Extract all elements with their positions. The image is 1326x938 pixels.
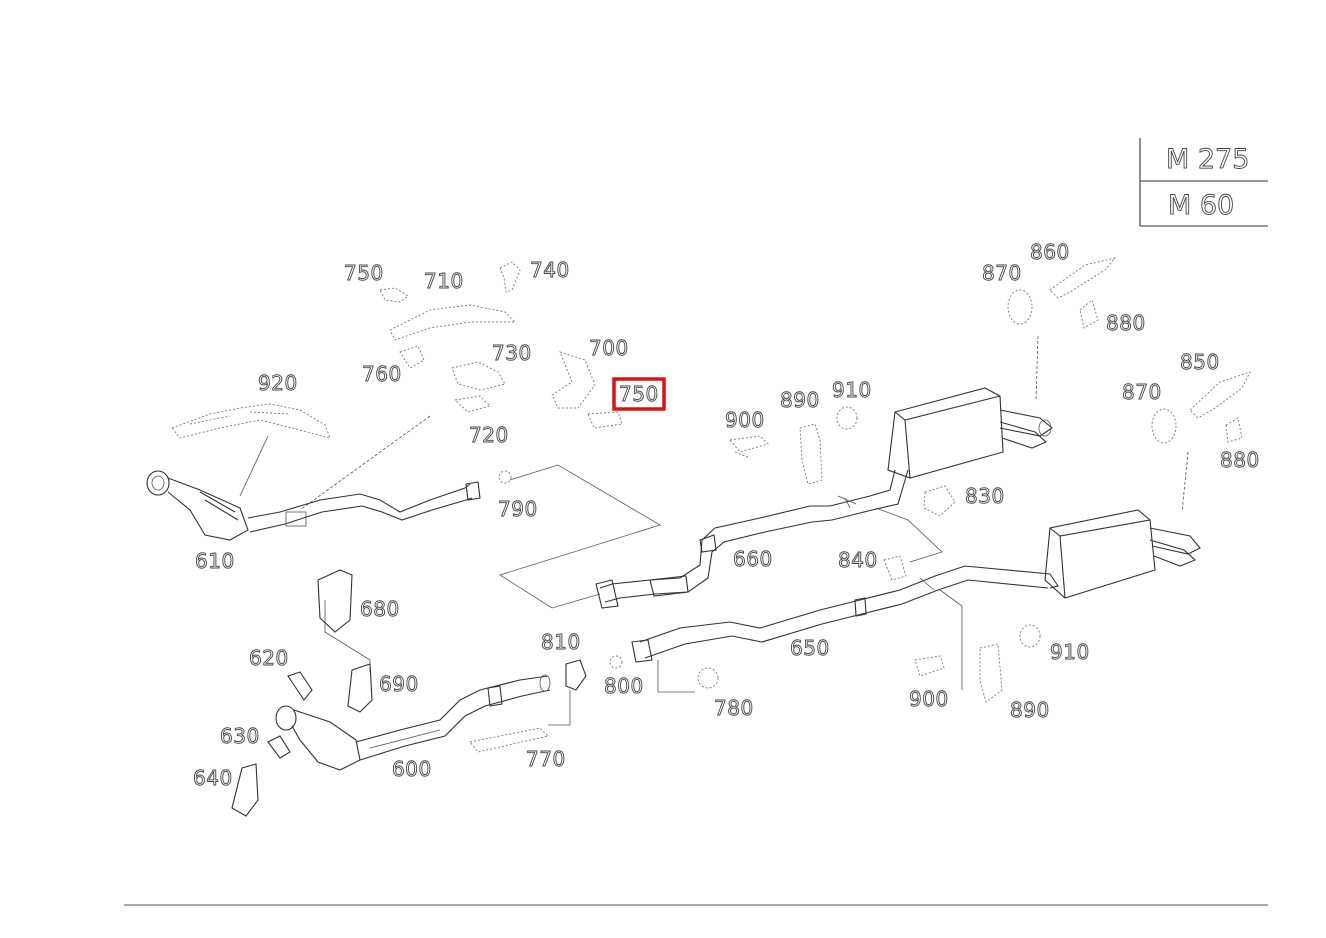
callout-850[interactable]: 850 (1180, 350, 1220, 375)
callout-750-upper[interactable]: 750 (344, 261, 384, 286)
callout-880-lower[interactable]: 880 (1220, 448, 1260, 473)
callout-920[interactable]: 920 (258, 371, 298, 396)
callout-labels: 750 710 740 760 730 700 750 720 920 610 … (193, 240, 1260, 791)
callout-730[interactable]: 730 (492, 341, 532, 366)
callout-710[interactable]: 710 (424, 269, 464, 294)
hanger-cluster-right[interactable] (1151, 371, 1251, 444)
callout-860[interactable]: 860 (1030, 240, 1070, 265)
leader-920 (239, 435, 269, 497)
callout-720[interactable]: 720 (469, 423, 509, 448)
leader-710 (299, 415, 431, 511)
callout-610[interactable]: 610 (195, 549, 235, 574)
callout-790[interactable]: 790 (498, 497, 538, 522)
pipe-660[interactable] (595, 469, 943, 609)
clamp-840[interactable] (883, 555, 907, 581)
clip-630[interactable] (267, 735, 291, 759)
bracket-cluster-upper[interactable] (379, 261, 623, 429)
callout-830[interactable]: 830 (965, 484, 1005, 509)
heat-shield-920[interactable] (171, 403, 331, 439)
callout-900-lower[interactable]: 900 (909, 687, 949, 712)
callout-770[interactable]: 770 (526, 747, 566, 772)
callout-800[interactable]: 800 (604, 674, 644, 699)
callout-880-upper[interactable]: 880 (1106, 311, 1146, 336)
bolt-640[interactable] (231, 763, 259, 817)
grommet-910a[interactable] (836, 406, 858, 430)
callout-910-upper[interactable]: 910 (832, 378, 872, 403)
catalytic-converter-front[interactable] (146, 470, 481, 541)
pipe-650[interactable] (631, 565, 1059, 693)
grommet-910b[interactable] (1019, 624, 1041, 648)
hanger-cluster-upper-right[interactable] (1007, 257, 1117, 329)
bolt-690[interactable] (347, 663, 373, 713)
gasket-780[interactable] (697, 667, 719, 689)
callout-810[interactable]: 810 (541, 630, 581, 655)
clip-620[interactable] (287, 671, 313, 701)
gasket-800[interactable] (609, 655, 623, 669)
callout-650[interactable]: 650 (790, 636, 830, 661)
selected-callout-highlight (612, 377, 666, 411)
callout-870-upper[interactable]: 870 (982, 261, 1022, 286)
callout-870-lower[interactable]: 870 (1122, 380, 1162, 405)
hanger-890a[interactable] (799, 423, 823, 485)
heat-plate-790[interactable] (498, 464, 661, 609)
leader-870a (1035, 335, 1039, 401)
engine-row-2: M 60 (1168, 190, 1234, 221)
hanger-890b[interactable] (979, 643, 1003, 703)
callout-700[interactable]: 700 (589, 336, 629, 361)
callout-620[interactable]: 620 (249, 646, 289, 671)
rubber-900b[interactable] (914, 655, 945, 677)
callout-890-lower[interactable]: 890 (1010, 698, 1050, 723)
callout-890-upper[interactable]: 890 (780, 388, 820, 413)
bracket-680[interactable] (317, 569, 353, 633)
callout-900-upper[interactable]: 900 (725, 408, 765, 433)
rear-muffler-lower[interactable] (1044, 509, 1201, 599)
callout-750-highlighted[interactable]: 750 (619, 382, 659, 407)
callout-840[interactable]: 840 (838, 548, 878, 573)
callout-780[interactable]: 780 (714, 696, 754, 721)
callout-760[interactable]: 760 (362, 362, 402, 387)
leader-870b (1181, 451, 1189, 513)
callout-690[interactable]: 690 (379, 672, 419, 697)
engine-table: M 275 M 60 (1139, 138, 1268, 227)
callout-740[interactable]: 740 (530, 258, 570, 283)
callout-680[interactable]: 680 (360, 597, 400, 622)
callout-910-lower[interactable]: 910 (1050, 640, 1090, 665)
callout-630[interactable]: 630 (220, 724, 260, 749)
rear-muffler-upper[interactable] (887, 387, 1053, 479)
callout-600[interactable]: 600 (392, 757, 432, 782)
leader-770 (548, 690, 571, 726)
callout-640[interactable]: 640 (193, 766, 233, 791)
rubber-900a[interactable] (729, 435, 769, 459)
callout-660[interactable]: 660 (733, 547, 773, 572)
flange-810[interactable] (565, 659, 587, 691)
catalytic-converter-rear[interactable] (275, 674, 551, 771)
engine-row-1: M 275 (1166, 144, 1249, 175)
clamp-830[interactable] (923, 485, 956, 517)
